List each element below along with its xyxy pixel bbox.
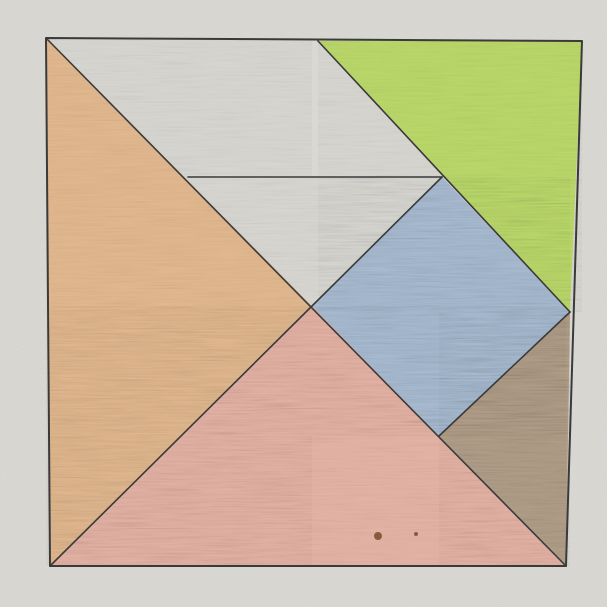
- crumb-speck: [414, 532, 418, 536]
- crumb-speck: [374, 532, 382, 540]
